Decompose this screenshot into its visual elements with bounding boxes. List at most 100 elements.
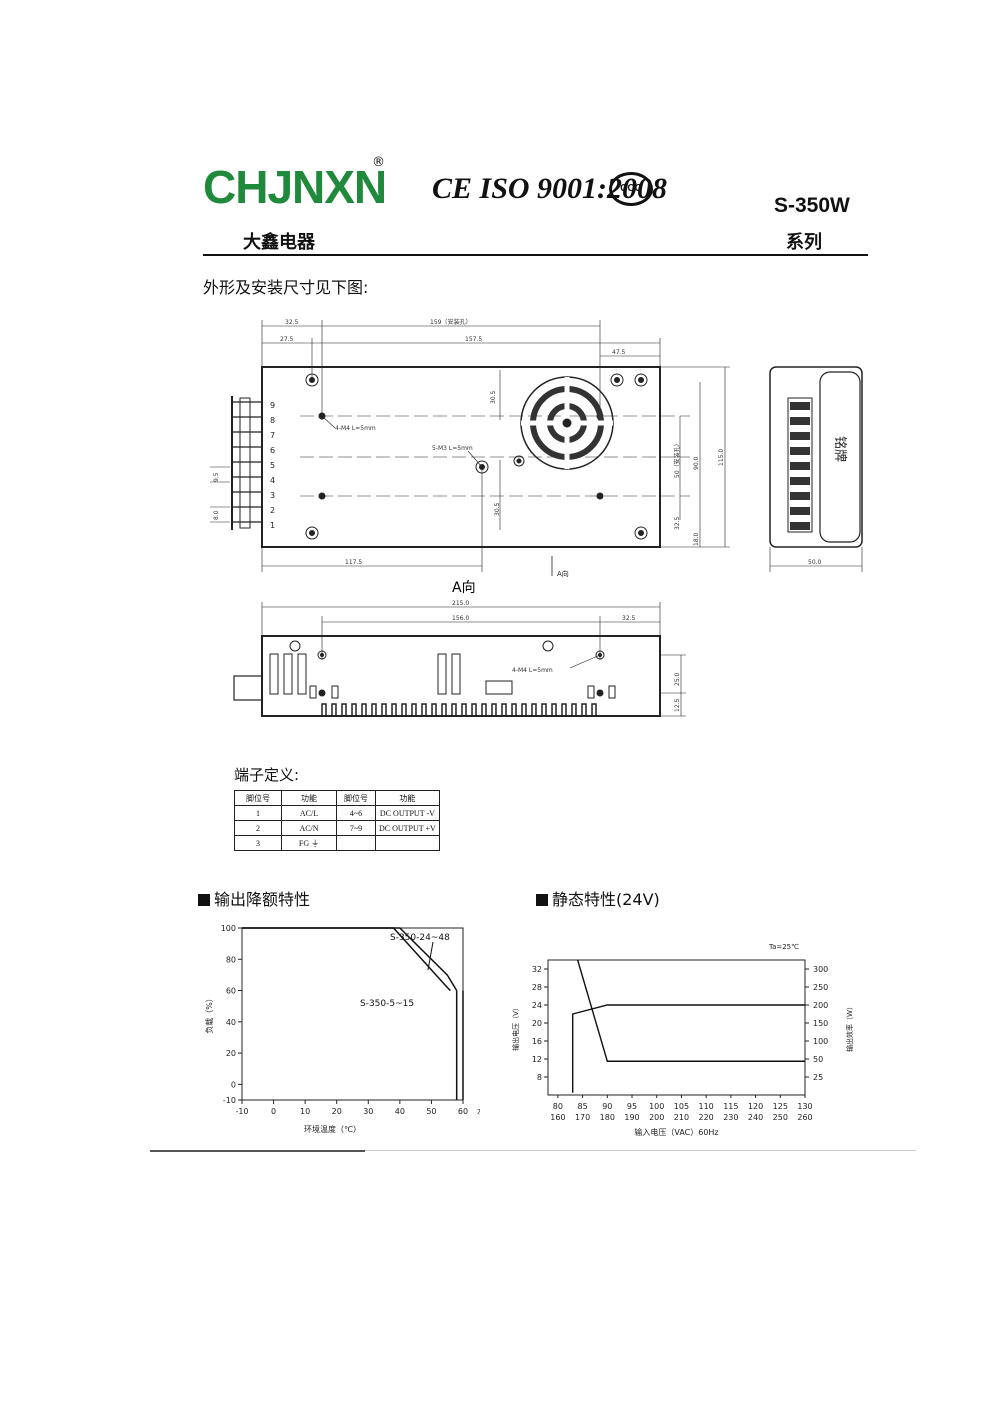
terminal-num-3: 3 (270, 491, 275, 500)
x-axis-label: 输入电压（VAC）60Hz (634, 1127, 718, 1137)
table-cell (336, 835, 376, 851)
dim-right-5: 32.5 (674, 516, 681, 530)
x-tick-label: 50 (426, 1107, 436, 1116)
terminal-num-9: 9 (270, 401, 275, 410)
screw-label-1: 4-M4 L=5mm (335, 425, 376, 432)
front-dim-3: 32.5 (622, 615, 636, 622)
terminal-num-7: 7 (270, 431, 275, 440)
x-tick-label-bottom: 160 (550, 1113, 565, 1122)
psu-side-view (769, 366, 863, 548)
x-tick-label-bottom: 250 (773, 1113, 788, 1122)
derating-chart: 100806040200-10-100102030405060水平环境温度（℃）… (204, 924, 480, 1134)
series-line-2 (242, 927, 451, 992)
x-tick-label-bottom: 230 (723, 1113, 738, 1122)
table-cell: 4~6 (336, 805, 376, 821)
x-tick-label: 60 (458, 1107, 468, 1116)
y-left-tick-label: 24 (532, 1001, 542, 1010)
y-left-tick-label: 32 (532, 965, 542, 974)
x-tick-label-top: 125 (773, 1102, 788, 1111)
table-row: 3 FG ⏚ (234, 835, 440, 851)
bullet-square-icon (536, 894, 548, 906)
y-right-axis-label: 输出效率（W） (845, 1003, 854, 1052)
x-axis-label: 环境温度（℃） (304, 1124, 361, 1134)
table-cell: 7~9 (336, 820, 376, 836)
series-label-leader (427, 941, 434, 971)
series-label-1: S-350-24~48 (390, 933, 450, 943)
dim-right-1: 30.5 (490, 390, 497, 404)
dim-bottom-1: 117.5 (345, 559, 362, 566)
footer-divider-accent (150, 1150, 365, 1152)
x-tick-label-top: 95 (627, 1102, 637, 1111)
front-dim-2: 156.0 (452, 615, 469, 622)
y-right-tick-label: 50 (813, 1055, 823, 1064)
table-header: 脚位号 (234, 790, 282, 806)
table-cell: 2 (234, 820, 282, 836)
y-tick-label: -10 (223, 1096, 236, 1105)
x-tick-label-top: 120 (748, 1102, 763, 1111)
terminal-num-2: 2 (270, 506, 275, 515)
series-label-2: S-350-5~15 (360, 999, 414, 1009)
bullet-square-icon (198, 894, 210, 906)
drawing-intro: 外形及安装尺寸见下图: (203, 278, 369, 297)
x-tick-label-top: 115 (723, 1102, 738, 1111)
terminal-num-8: 8 (270, 416, 275, 425)
table-header: 脚位号 (336, 790, 376, 806)
footer-divider (150, 1150, 916, 1151)
dim-right-3: 90.0 (693, 456, 700, 470)
x-tick-label-bottom: 260 (797, 1113, 812, 1122)
table-cell (375, 835, 440, 851)
company-name: 大鑫电器 (243, 232, 315, 253)
y-left-tick-label: 12 (532, 1055, 542, 1064)
dim-side: 50.0 (808, 559, 822, 566)
y-tick-label: 0 (231, 1080, 236, 1089)
y-right-tick-label: 250 (813, 983, 828, 992)
y-right-tick-label: 150 (813, 1019, 828, 1028)
ccc-badge: CCC (609, 172, 653, 206)
series-line-2 (576, 959, 805, 1062)
x-tick-label-bottom: 180 (600, 1113, 615, 1122)
dim-left-1: 9.5 (213, 472, 220, 482)
header-divider (203, 254, 868, 256)
front-screw-label: 4-M4 L=5mm (512, 667, 553, 674)
x-tick-label: -10 (235, 1107, 248, 1116)
brand-logo: CHJNXN (203, 161, 387, 213)
dim-right-1b: 30.5 (494, 502, 501, 516)
terminal-num-4: 4 (270, 476, 275, 485)
a-direction-marker: A向 (557, 569, 569, 578)
dim-top-2: 159（安装孔） (430, 318, 471, 326)
y-right-tick-label: 200 (813, 1001, 828, 1010)
terminal-num-5: 5 (270, 461, 275, 470)
y-left-axis-label: 输出电压（V） (511, 1004, 520, 1051)
x-tick-label-top: 110 (699, 1102, 714, 1111)
table-header: 功能 (375, 790, 440, 806)
dim-top-3: 27.5 (280, 336, 294, 343)
y-tick-label: 40 (226, 1018, 236, 1027)
x-tick-label-top: 105 (674, 1102, 689, 1111)
x-tick-label-bottom: 220 (699, 1113, 714, 1122)
model-number: S-350W (774, 194, 850, 217)
table-cell: FG ⏚ (281, 835, 337, 851)
registered-mark: ® (372, 155, 385, 170)
y-right-tick-label: 300 (813, 965, 828, 974)
psu-body-top (261, 366, 661, 548)
terminal-num-1: 1 (270, 521, 275, 530)
plot-frame (547, 959, 806, 1096)
y-right-tick-label: 25 (813, 1073, 823, 1082)
series-label: 系列 (786, 232, 822, 253)
table-cell: 1 (234, 805, 282, 821)
dim-left-2: 8.0 (213, 510, 220, 520)
y-tick-label: 80 (226, 955, 236, 964)
x-tick-label-bottom: 190 (624, 1113, 639, 1122)
terminal-num-6: 6 (270, 446, 275, 455)
table-cell: 3 (234, 835, 282, 851)
screw-label-2: 5-M3 L=5mm (432, 445, 473, 452)
table-cell: DC OUTPUT +V (375, 820, 440, 836)
x-tick-label: 0 (271, 1107, 276, 1116)
y-tick-label: 20 (226, 1049, 236, 1058)
table-row: 2 AC/N 7~9 DC OUTPUT +V (234, 820, 440, 836)
table-header: 功能 (281, 790, 337, 806)
y-right-tick-label: 100 (813, 1037, 828, 1046)
static-section-title: 静态特性(24V) (536, 886, 660, 910)
x-tick-label: 20 (332, 1107, 342, 1116)
nameplate-label: 铭牌 (832, 436, 848, 462)
